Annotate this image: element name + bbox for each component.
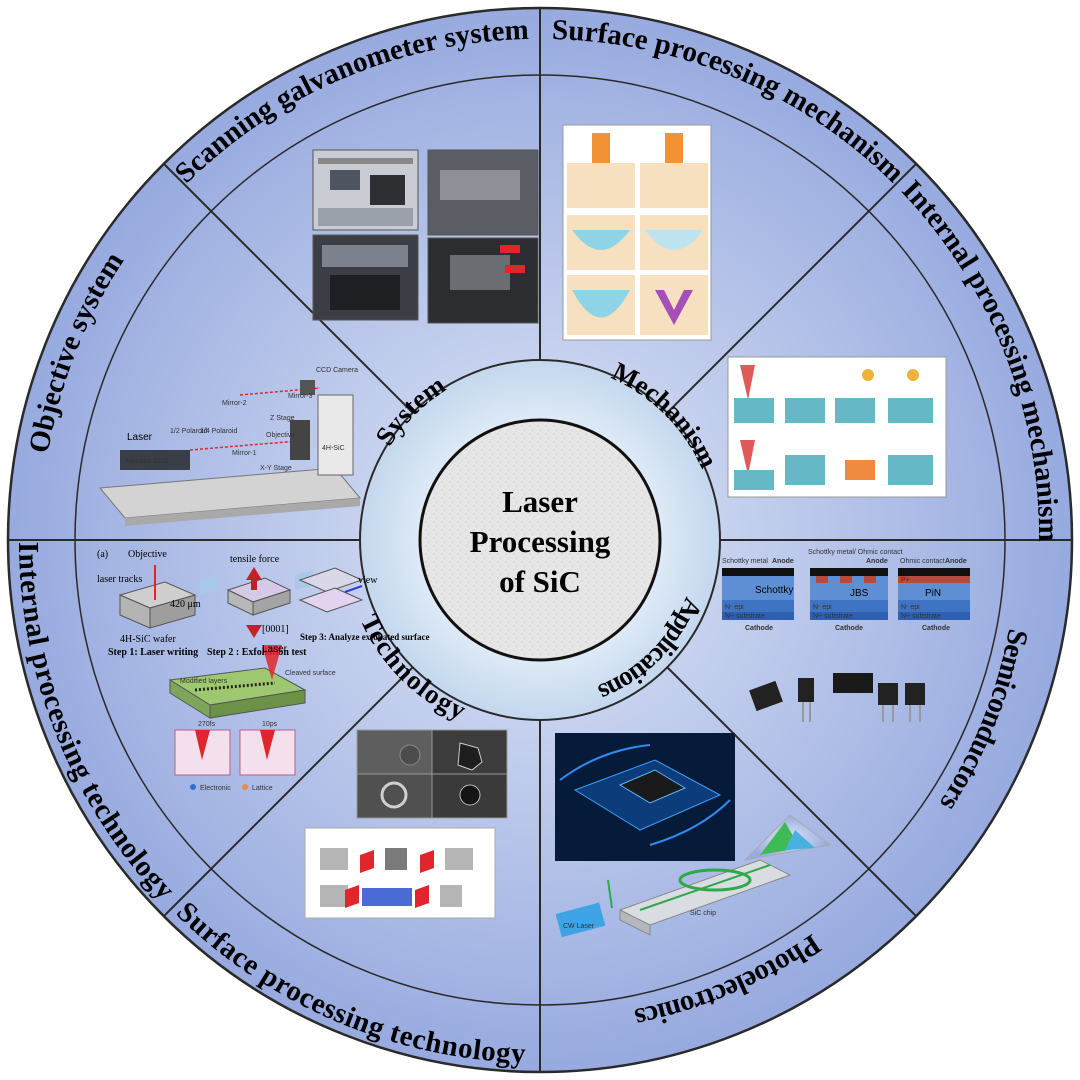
label-laser-tracks: laser tracks [97,574,142,585]
center-title-line2: Processing [470,524,611,559]
internal-tech-figure: (a) Objective laser tracks 420 μm 4H-SiC… [97,549,429,792]
label-nsub-1: N+ substrate [725,613,765,620]
label-ccd: CCD Camera [316,367,358,374]
label-mirror1: Mirror-1 [232,450,257,457]
label-pin: PiN [925,588,941,599]
label-lattice: Lattice [252,785,273,792]
label-xy-stage: X-Y Stage [260,465,292,472]
center-circle [418,418,662,662]
label-tensile: tensile force [230,554,280,565]
label-laser: Laser [127,432,153,443]
label-anode-2: Anode [866,558,888,565]
label-step2: Step 2 : Exfoliation test [207,647,307,658]
label-cathode-3: Cathode [922,625,950,632]
label-pplus: P+ [901,577,910,584]
label-cathode-2: Cathode [835,625,863,632]
label-schottky-metal: Schottky metal [722,558,768,565]
surface-tech-figure [304,729,508,919]
label-sample: 4H-SiC [322,445,345,452]
photoelectronics-figure: SiC chip CW Laser [555,733,832,938]
label-sic-chip: SiC chip [690,910,716,917]
sector-dividers [8,8,1072,1072]
label-nepi-2: N- epi [813,604,832,611]
label-anode-3: Anode [945,558,967,565]
label-nepi-1: N- epi [725,604,744,611]
label-electronic: Electronic [200,785,231,792]
label-objective: Objective [266,432,295,439]
label-nsub-2: N+ substrate [813,613,853,620]
label-wafer: 4H-SiC wafer [120,634,176,645]
objective-setup-figure: Monaco 1035 Laser 1/2 Polaroid 1/4 Polar… [99,367,361,526]
label-polaroid-quarter: 1/4 Polaroid [200,428,237,435]
label-polaroid-half: 1/2 Polaroid [170,428,207,435]
label-laser-tech: Laser [262,644,288,655]
label-mirror3: Mirror-3 [288,393,313,400]
center-title-line3: of SiC [499,564,581,599]
label-schottky-ohmic: Schottky metal/ Ohmic contact [808,549,903,556]
label-view: view [358,575,378,586]
label-fs: 270fs [198,721,216,728]
label-thickness: 420 μm [170,599,201,610]
label-direction: [0001] [262,624,289,635]
internal-mechanism-figure [727,356,947,498]
label-mirror2: Mirror-2 [222,400,247,407]
surface-mechanism-figure [562,124,712,341]
label-ps: 10ps [262,721,278,728]
label-objective-tech: Objective [128,549,167,560]
label-modified: Modified layers [180,678,228,685]
galvanometer-photos [312,149,539,324]
label-cleaved: Cleaved surface [285,670,336,677]
label-anode-1: Anode [772,558,794,565]
panel-label: (a) [97,549,108,560]
label-schottky: Schottky [755,585,793,596]
center-title-line1: Laser [502,484,578,519]
label-cathode-1: Cathode [745,625,773,632]
semiconductor-devices-figure: Schottky metal Anode Schottky N- epi N+ … [722,549,970,722]
label-step1: Step 1: Laser writing [108,647,198,658]
label-nsub-3: N+ substrate [901,613,941,620]
label-cw-laser: CW Laser [563,923,595,930]
label-z-stage: Z Stage [270,415,295,422]
label-jbs: JBS [850,588,869,599]
label-ohmic: Ohmic contact [900,558,945,565]
laser-model-label: Monaco 1035 [126,458,169,465]
label-step3: Step 3: Analyze exfoliated surface [300,632,429,642]
label-nepi-3: N- epi [901,604,920,611]
